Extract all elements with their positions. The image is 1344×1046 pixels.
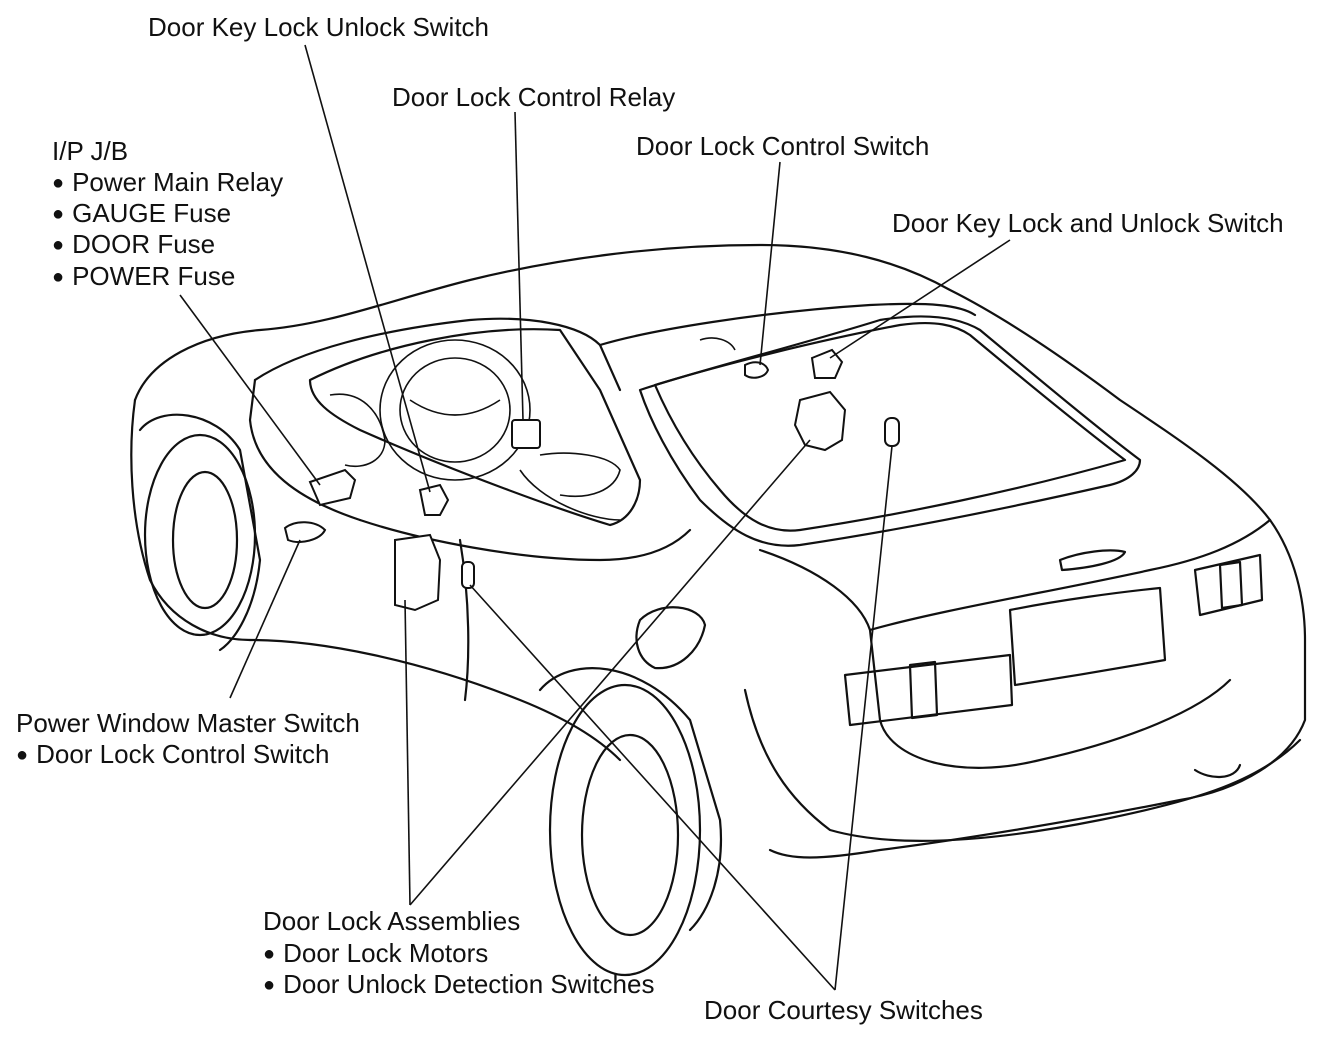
- label-door-lock-assemblies-item: Door Unlock Detection Switches: [263, 969, 654, 1003]
- label-door-lock-assemblies-title: Door Lock Assemblies: [263, 906, 521, 936]
- door-lock-assembly-rear-part: [793, 390, 847, 452]
- front-wheel: [138, 413, 262, 652]
- interior: [329, 337, 736, 521]
- leader-lines: [179, 44, 1011, 991]
- rear-wheel: [538, 667, 723, 977]
- ip-jb-part: [308, 468, 357, 507]
- label-door-lock-control-switch: Door Lock Control Switch: [636, 131, 930, 161]
- door-key-lock-and-unlock-switch-part: [810, 348, 844, 379]
- door-lock-control-switch-part: [744, 361, 770, 379]
- door-lock-control-relay-part: [511, 419, 541, 449]
- car-body: [130, 243, 1307, 859]
- label-power-window-master-switch-title: Power Window Master Switch: [16, 708, 360, 738]
- label-ip-jb-item: DOOR Fuse: [52, 229, 215, 263]
- door-courtesy-switch-front-part: [461, 561, 475, 589]
- door-key-lock-unlock-switch-part: [418, 483, 450, 516]
- door-courtesy-switch-rear-part: [884, 417, 900, 447]
- label-ip-jb-item: Power Main Relay: [52, 167, 283, 201]
- label-door-key-lock-and-unlock-switch: Door Key Lock and Unlock Switch: [892, 208, 1284, 238]
- power-window-master-switch-part: [283, 521, 327, 543]
- label-power-window-master-switch-item: Door Lock Control Switch: [16, 739, 329, 773]
- label-ip-jb-item: POWER Fuse: [52, 261, 235, 295]
- door-lock-assembly-front-part: [394, 533, 442, 612]
- components: [283, 348, 900, 612]
- label-ip-jb-item: GAUGE Fuse: [52, 198, 231, 232]
- label-ip-jb-title: I/P J/B: [52, 136, 129, 166]
- label-door-lock-assemblies-item: Door Lock Motors: [263, 938, 488, 972]
- label-door-courtesy-switches: Door Courtesy Switches: [704, 995, 983, 1025]
- label-door-key-lock-unlock-switch: Door Key Lock Unlock Switch: [148, 12, 490, 42]
- label-door-lock-control-relay: Door Lock Control Relay: [392, 82, 676, 112]
